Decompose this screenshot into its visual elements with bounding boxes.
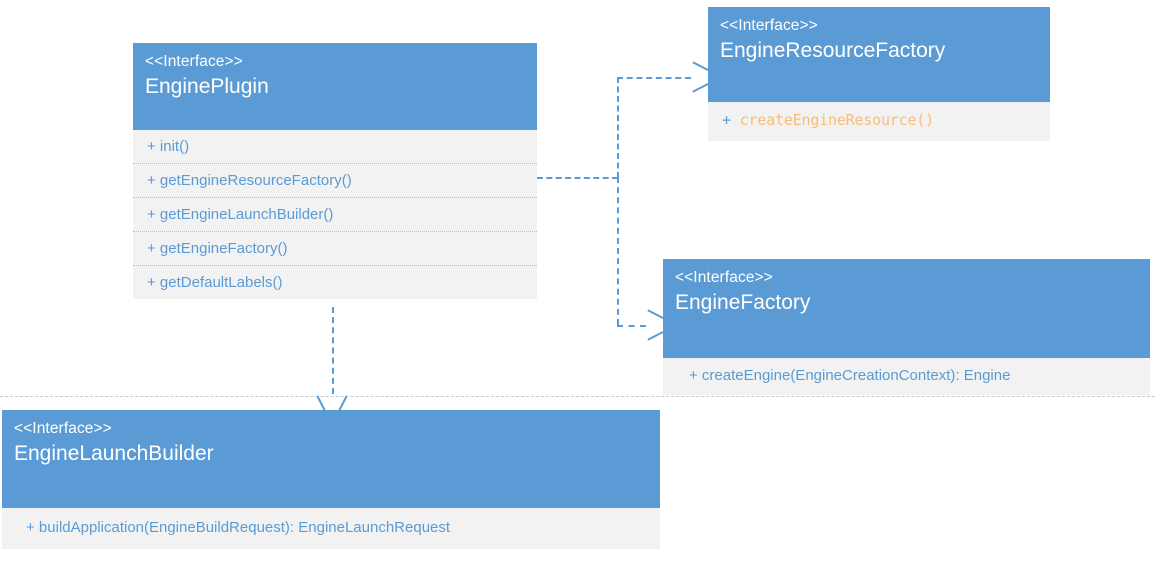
class-member[interactable]: + getEngineFactory() [133,231,537,265]
class-member[interactable]: + createEngineResource() [708,102,1050,141]
class-member[interactable]: + createEngine(EngineCreationContext): E… [689,367,1011,384]
connector-plugin-to-engine-factory-segment-1 [617,177,619,325]
connector-plugin-to-engine-factory-segment-2 [617,325,646,327]
class-members-engine-plugin: + init() + getEngineResourceFactory() + … [133,130,537,299]
member-signature: createEngineResource() [739,111,934,129]
class-header-engine-factory: <<Interface>> EngineFactory [663,259,1150,358]
connector-plugin-to-resource-factory-segment-1 [537,177,618,179]
class-member[interactable]: + getDefaultLabels() [133,265,537,299]
class-name: EnginePlugin [145,75,269,98]
class-header-engine-plugin: <<Interface>> EnginePlugin [133,43,537,130]
class-box-engine-resource-factory[interactable]: <<Interface>> EngineResourceFactory + cr… [708,7,1050,141]
connector-plugin-to-resource-factory-segment-3 [617,77,691,79]
connector-plugin-to-resource-factory-segment-2 [617,77,619,178]
class-members-engine-resource-factory: + createEngineResource() [708,102,1050,141]
page-divider [0,396,1155,397]
class-members-engine-factory: + createEngine(EngineCreationContext): E… [663,358,1150,395]
class-header-engine-resource-factory: <<Interface>> EngineResourceFactory [708,7,1050,102]
class-name: EngineFactory [675,291,811,314]
class-name: EngineResourceFactory [720,39,946,62]
member-visibility: + [722,111,731,129]
class-box-engine-plugin[interactable]: <<Interface>> EnginePlugin + init() + ge… [133,43,537,299]
arrowhead-launch-builder-icon [323,394,341,410]
class-stereotype: <<Interface>> [675,269,773,286]
class-member[interactable]: + getEngineLaunchBuilder() [133,197,537,231]
class-header-engine-launch-builder: <<Interface>> EngineLaunchBuilder [2,410,660,508]
class-member[interactable]: + getEngineResourceFactory() [133,163,537,197]
class-box-engine-launch-builder[interactable]: <<Interface>> EngineLaunchBuilder + buil… [2,410,660,549]
class-stereotype: <<Interface>> [720,17,818,34]
class-member[interactable]: + buildApplication(EngineBuildRequest): … [26,519,451,536]
class-stereotype: <<Interface>> [14,420,112,437]
class-stereotype: <<Interface>> [145,53,243,70]
class-box-engine-factory[interactable]: <<Interface>> EngineFactory + createEngi… [663,259,1150,395]
arrowhead-resource-factory-icon [691,68,707,86]
class-member[interactable]: + init() [147,138,190,155]
class-members-engine-launch-builder: + buildApplication(EngineBuildRequest): … [2,508,660,549]
class-name: EngineLaunchBuilder [14,442,214,465]
connector-plugin-to-launch-builder-segment-1 [332,307,334,394]
arrowhead-engine-factory-icon [646,316,662,334]
